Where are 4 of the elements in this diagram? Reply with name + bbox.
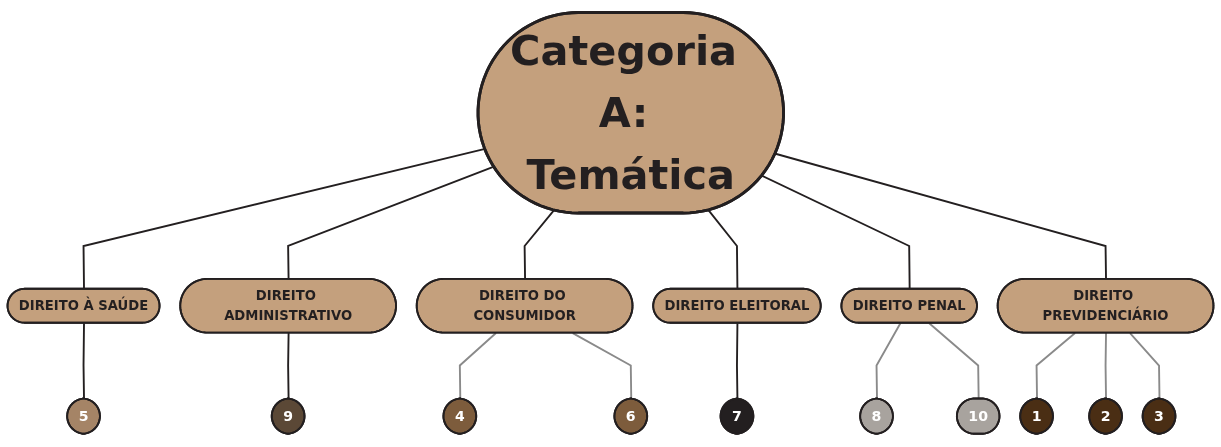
connector [707,209,739,291]
connector [523,209,555,281]
connector [761,175,911,291]
connector [774,153,1107,281]
